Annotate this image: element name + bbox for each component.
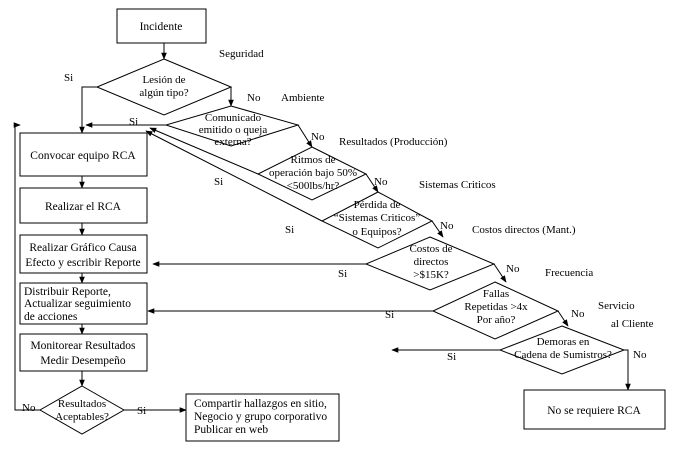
d3-yes-label: Si: [214, 176, 223, 188]
category-seguridad: Seguridad: [219, 48, 264, 60]
start-box: Incidente: [116, 8, 207, 44]
d6-line1: Fallas: [483, 288, 509, 300]
d5-yes-label: Si: [338, 268, 347, 280]
no-rca-label: No se requiere RCA: [547, 405, 641, 417]
branch-labels: Si No Si No Si No Si No Si No Si No Si N…: [22, 72, 647, 417]
d7-line1: Demoras en: [537, 336, 590, 348]
d7-yes-label: Si: [447, 351, 456, 363]
decision-d5: Costos de directos >$15K?: [364, 236, 496, 291]
connectors: [13, 43, 631, 413]
decision-d3: Ritmos de operación bajo 50% <500lbs/hr?: [256, 146, 368, 201]
d1-line1: Lesión de: [142, 74, 185, 86]
p5-line1: Monitorear Resultados: [30, 340, 136, 352]
share-line2: Negocio y grupo corporativo: [194, 411, 327, 423]
arrow-d2-no: [297, 124, 313, 148]
d5-line2: directos: [414, 256, 449, 268]
d1-line2: algún tipo?: [139, 87, 188, 99]
d2-line2: emitido o queja: [199, 124, 268, 136]
d6-yes-label: Si: [385, 309, 394, 321]
process-p5: Monitorear Resultados Medir Desempeño: [19, 333, 148, 372]
d1-no-label: No: [247, 92, 261, 104]
decision-d6: Fallas Repetidas >4x Por año?: [431, 281, 560, 340]
arrow-d4-no: [431, 220, 444, 238]
p4-line2: Actualizar seguimiento: [24, 298, 131, 310]
d2-yes-label: Si: [129, 116, 138, 128]
p4-line1: Distribuir Reporte,: [24, 286, 111, 298]
process-p1: Convocar equipo RCA: [19, 132, 148, 177]
category-resultados: Resultados (Producción): [339, 136, 448, 148]
d7-no-label: No: [633, 349, 647, 361]
d3-line1: Ritmos de: [291, 154, 336, 166]
category-ambiente: Ambiente: [281, 92, 324, 104]
no-rca-box: No se requiere RCA: [523, 389, 666, 430]
category-sistemas: Sistemas Criticos: [419, 179, 496, 191]
share-line3: Publicar en web: [194, 424, 268, 436]
d4-line3: o Equipos?: [352, 226, 401, 238]
d2-line3: externa?: [214, 136, 251, 148]
start-label: Incidente: [140, 21, 183, 33]
decision-d1: Lesión de algún tipo?: [95, 58, 233, 116]
category-servicio-line1: Servicio: [598, 300, 635, 312]
d4-yes-label: Si: [285, 224, 294, 236]
process-p2: Realizar el RCA: [19, 187, 148, 224]
d2-no-label: No: [311, 131, 325, 143]
p4-line3: de acciones: [24, 311, 78, 323]
d5-no-label: No: [506, 263, 520, 275]
d4-no-label: No: [440, 220, 454, 232]
category-servicio-line2: al Cliente: [611, 318, 654, 330]
result-no-label: No: [22, 402, 36, 414]
process-p4: Distribuir Reporte, Actualizar seguimien…: [19, 282, 148, 325]
d2-line1: Comunicado: [205, 112, 262, 124]
result-line1: Resultados: [58, 398, 106, 410]
arrow-d5-no: [493, 263, 507, 283]
d5-line1: Costos de: [409, 243, 452, 255]
category-labels: Seguridad Ambiente Resultados (Producció…: [219, 48, 654, 330]
category-frecuencia: Frecuencia: [545, 267, 593, 279]
category-costos: Costos directos (Mant.): [472, 224, 576, 236]
p2-line1: Realizar el RCA: [45, 201, 122, 213]
arrow-result-no-loop: [13, 122, 40, 411]
arrow-d6-no: [557, 310, 569, 327]
d4-line2: “Sistemas Criticos”: [334, 212, 421, 224]
decision-d4: Pérdida de “Sistemas Criticos” o Equipos…: [320, 191, 434, 249]
share-box: Compartir hallazgos en sitio, Negocio y …: [185, 393, 340, 442]
d3-line3: <500lbs/hr?: [287, 180, 340, 192]
d4-line1: Pérdida de: [354, 199, 401, 211]
arrow-d7-no: [624, 349, 631, 391]
d5-line3: >$15K?: [413, 269, 449, 281]
decision-d7: Demoras en Cadena de Sumistros?: [498, 325, 626, 375]
decision-result: Resultados Aceptables?: [38, 385, 126, 435]
d6-line2: Repetidas >4x: [464, 301, 528, 313]
p5-line2: Medir Desempeño: [40, 355, 126, 367]
p3-line1: Realizar Gráfico Causa: [29, 242, 136, 254]
p1-line1: Convocar equipo RCA: [30, 150, 136, 162]
arrow-d4-yes: [145, 130, 323, 222]
result-yes-label: Si: [137, 405, 146, 417]
d3-no-label: No: [374, 176, 388, 188]
d3-line2: operación bajo 50%: [269, 167, 357, 179]
result-line2: Aceptables?: [55, 411, 109, 423]
p3-line2: Efecto y escribir Reporte: [25, 257, 140, 269]
d7-line2: Cadena de Sumistros?: [514, 349, 612, 361]
share-line1: Compartir hallazgos en sitio,: [194, 398, 327, 410]
decision-d2: Comunicado emitido o queja externa?: [164, 105, 300, 148]
d6-no-label: No: [571, 308, 585, 320]
process-p3: Realizar Gráfico Causa Efecto y escribir…: [19, 234, 148, 274]
d6-line3: Por año?: [477, 314, 516, 326]
arrow-d3-no: [365, 173, 379, 193]
arrow-d1-yes: [79, 86, 97, 134]
d1-yes-label: Si: [64, 72, 73, 84]
arrow-d3-yes: [149, 127, 259, 175]
